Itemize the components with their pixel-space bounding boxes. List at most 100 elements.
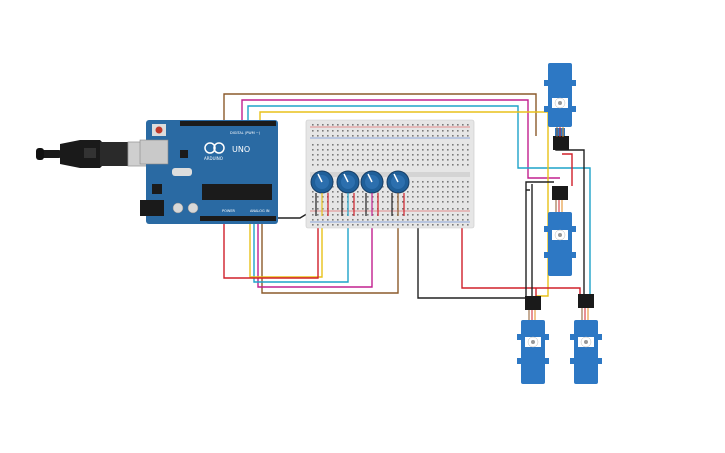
breadboard-hole	[332, 191, 334, 193]
breadboard-hole	[397, 219, 399, 221]
breadboard-hole	[402, 124, 404, 126]
breadboard-hole	[357, 135, 359, 137]
breadboard-hole	[352, 201, 354, 203]
wire-magenta-lower[interactable]	[257, 218, 373, 288]
breadboard-hole	[392, 135, 394, 137]
breadboard-hole	[452, 196, 454, 198]
breadboard-hole	[367, 159, 369, 161]
breadboard-hole	[437, 164, 439, 166]
breadboard-hole	[347, 144, 349, 146]
breadboard-hole	[332, 208, 334, 210]
servo[interactable]	[544, 186, 576, 276]
breadboard-hole	[332, 154, 334, 156]
breadboard-hole	[412, 201, 414, 203]
breadboard-hole	[392, 201, 394, 203]
breadboard-hole	[352, 224, 354, 226]
breadboard-hole	[312, 208, 314, 210]
breadboard-hole	[452, 159, 454, 161]
breadboard-hole	[452, 219, 454, 221]
breadboard-hole	[342, 159, 344, 161]
potentiometer[interactable]	[386, 170, 410, 216]
arduino-uno[interactable]: ARDUINO UNO DIGITAL (PWM ~) POWER ANALOG…	[139, 120, 278, 224]
breadboard-hole	[382, 196, 384, 198]
breadboard-hole	[312, 191, 314, 193]
breadboard-hole	[467, 154, 469, 156]
breadboard-hole	[427, 135, 429, 137]
potentiometers	[310, 170, 410, 216]
breadboard-hole	[392, 144, 394, 146]
breadboard-hole	[412, 196, 414, 198]
breadboard-hole	[317, 196, 319, 198]
breadboard-hole	[342, 219, 344, 221]
servo[interactable]	[570, 294, 602, 384]
breadboard-hole	[417, 164, 419, 166]
breadboard-hole	[357, 159, 359, 161]
breadboard-hole	[387, 164, 389, 166]
breadboard-hole	[402, 149, 404, 151]
potentiometer[interactable]	[360, 170, 384, 216]
breadboard-hole	[397, 135, 399, 137]
breadboard-hole	[367, 214, 369, 216]
potentiometer[interactable]	[310, 170, 334, 216]
breadboard-hole	[322, 159, 324, 161]
breadboard-hole	[407, 149, 409, 151]
servo-connector	[552, 186, 568, 200]
breadboard-hole	[442, 219, 444, 221]
wire-magenta-signal[interactable]	[241, 99, 560, 179]
breadboard-hole	[362, 201, 364, 203]
wire-red-upper[interactable]	[562, 153, 573, 186]
breadboard-hole	[322, 208, 324, 210]
breadboard-hole	[322, 224, 324, 226]
breadboard-hole	[432, 149, 434, 151]
breadboard-hole	[437, 201, 439, 203]
breadboard-hole	[407, 124, 409, 126]
breadboard-hole	[362, 124, 364, 126]
breadboard-hole	[362, 154, 364, 156]
breadboard-hole	[382, 219, 384, 221]
breadboard-hole	[462, 154, 464, 156]
breadboard-hole	[337, 154, 339, 156]
breadboard-hole	[377, 154, 379, 156]
breadboard-hole	[352, 154, 354, 156]
breadboard-hole	[372, 130, 374, 132]
power-jack	[140, 200, 164, 216]
wire-brown-to-arduino[interactable]	[261, 218, 399, 294]
brand-label: ARDUINO	[204, 156, 223, 161]
breadboard-hole	[462, 224, 464, 226]
breadboard-hole	[407, 159, 409, 161]
breadboard-hole	[357, 130, 359, 132]
servo[interactable]	[544, 63, 576, 150]
breadboard-hole	[437, 159, 439, 161]
breadboard-hole	[402, 224, 404, 226]
breadboard-hole	[422, 144, 424, 146]
breadboard-hole	[407, 130, 409, 132]
breadboard-hole	[317, 130, 319, 132]
breadboard-hole	[412, 208, 414, 210]
wire-red-5v[interactable]	[223, 214, 319, 279]
breadboard-hole	[447, 214, 449, 216]
breadboard-hole	[312, 130, 314, 132]
wire-yellow-lower[interactable]	[249, 218, 323, 278]
wire-black-servo[interactable]	[417, 216, 526, 299]
breadboard-hole	[357, 124, 359, 126]
breadboard-hole	[462, 159, 464, 161]
breadboard-hole	[422, 149, 424, 151]
breadboard-hole	[412, 224, 414, 226]
breadboard-hole	[352, 124, 354, 126]
breadboard-hole	[377, 124, 379, 126]
breadboard-hole	[377, 130, 379, 132]
breadboard-hole	[372, 219, 374, 221]
breadboard-hole	[337, 224, 339, 226]
wire-red-servo[interactable]	[461, 214, 581, 296]
servo[interactable]	[517, 296, 549, 384]
breadboard-hole	[437, 219, 439, 221]
breadboard-hole	[407, 144, 409, 146]
arduino-logo	[204, 142, 225, 154]
breadboard-hole	[412, 181, 414, 183]
breadboard-hole	[337, 135, 339, 137]
wire-cyan-lower[interactable]	[253, 218, 349, 283]
potentiometer[interactable]	[336, 170, 360, 216]
breadboard-hole	[437, 224, 439, 226]
breadboard-hole	[407, 154, 409, 156]
breadboard-hole	[402, 219, 404, 221]
